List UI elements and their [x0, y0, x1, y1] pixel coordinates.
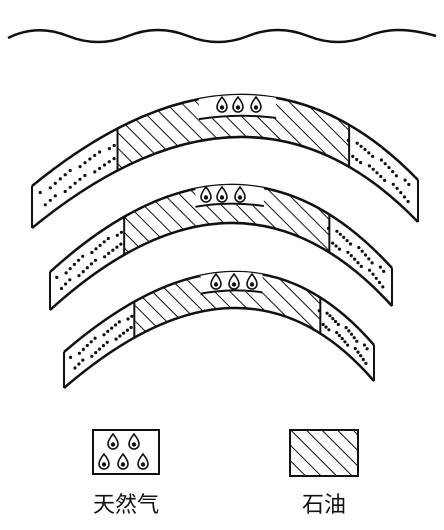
- gas-oil-contact-3: [200, 289, 263, 295]
- gas-drop-icon: [234, 185, 246, 203]
- gas-symbols-1: [216, 95, 262, 113]
- legend-oil: 石油: [289, 429, 359, 518]
- water-sand-right-1: [346, 138, 411, 204]
- gas-drop-icon: [216, 95, 228, 113]
- gas-drop-icon: [200, 185, 212, 203]
- legend-oil-box: [289, 429, 359, 477]
- fold-bottom-surface-2: [49, 221, 393, 311]
- gas-drop-icon: [250, 95, 262, 113]
- gas-drop-icon: [210, 272, 222, 290]
- gas-drop-icon: [107, 432, 119, 450]
- water-sand-right-3: [317, 309, 369, 365]
- gas-cap-2: [195, 185, 264, 207]
- legend-gas-symbols: [98, 432, 149, 470]
- ground-surface-line: [7, 28, 437, 44]
- water-sand-right-2: [326, 226, 386, 289]
- gas-oil-contact-1: [198, 114, 277, 121]
- gas-symbols-3: [210, 272, 258, 290]
- gas-drop-icon: [232, 95, 244, 113]
- gas-oil-contact-2: [195, 202, 264, 208]
- anticline-fold-1: [31, 93, 419, 229]
- legend-oil-label: 石油: [302, 493, 346, 518]
- oil-layer-1: [117, 95, 350, 171]
- anticline-fold-2: [49, 183, 393, 311]
- anticline-fold-3: [63, 270, 375, 389]
- gas-drop-icon: [216, 185, 228, 203]
- oil-layer-3: [134, 271, 321, 338]
- gas-drop-icon: [117, 452, 129, 470]
- water-sand-left-1: [38, 143, 116, 207]
- gas-symbols-2: [200, 185, 246, 203]
- gas-drop-icon: [128, 432, 140, 450]
- water-sand-left-3: [68, 314, 134, 370]
- fold-bottom-surface-3: [63, 306, 375, 389]
- anticline-folds: [31, 93, 419, 389]
- legend-gas: 天然气: [92, 429, 160, 518]
- gas-drop-icon: [246, 272, 258, 290]
- water-sand-left-2: [55, 230, 123, 291]
- gas-drop-icon: [228, 272, 240, 290]
- gas-drop-icon: [137, 452, 149, 470]
- fold-bottom-surface-1: [31, 135, 419, 229]
- gas-drop-icon: [98, 452, 110, 470]
- legend-gas-label: 天然气: [93, 493, 159, 518]
- oil-layer-2: [124, 185, 330, 255]
